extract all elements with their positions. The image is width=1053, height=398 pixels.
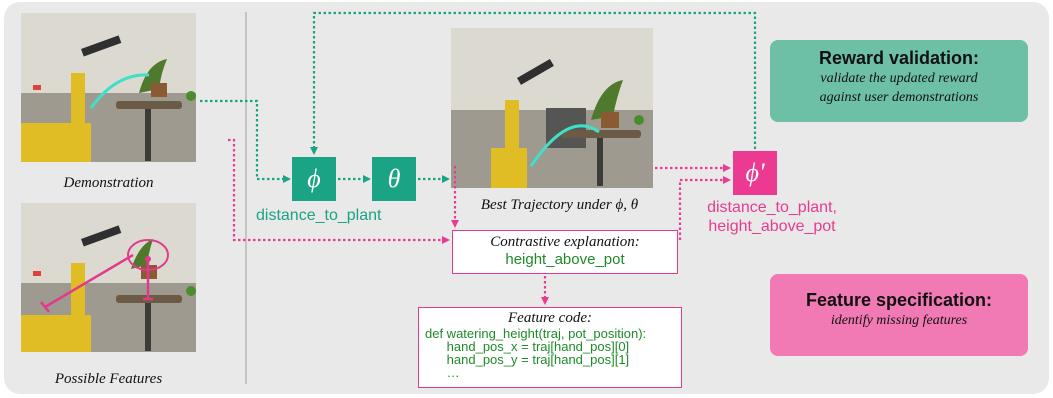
phi-prime-box: ϕ' — [733, 151, 777, 195]
arrow-demo-to-phi — [200, 99, 291, 183]
reward-validation-heading: Reward validation: — [818, 48, 980, 68]
feature-specification-card: Feature specification: identify missing … — [770, 274, 1028, 356]
demonstration-photo — [21, 13, 196, 162]
feature-code-title: Feature code: — [508, 310, 592, 326]
explanation-value: height_above_pot — [505, 251, 625, 268]
possible-features-photo — [21, 203, 196, 352]
arrow-explanation-to-phiprime — [678, 176, 731, 240]
feature-specification-heading: Feature specification: — [805, 290, 993, 310]
phi-prime-feature-1: distance_to_plant, — [707, 199, 837, 216]
code-line: … — [425, 365, 460, 380]
reward-validation-line-2: against user demonstrations — [819, 90, 979, 105]
contrastive-explanation-box: Contrastive explanation: height_above_po… — [452, 230, 678, 274]
feature-specification-description: identify missing features — [830, 313, 968, 328]
theta-box: θ — [372, 157, 416, 201]
code-line: hand_pos_y = traj[hand_pos][1] — [425, 352, 630, 367]
phi-feature-label: distance_to_plant — [256, 207, 382, 224]
code-line: hand_pos_x = traj[hand_pos][0] — [425, 339, 630, 354]
best-trajectory-caption: Best Trajectory under ϕ, θ — [480, 197, 639, 213]
section-divider — [245, 12, 247, 384]
phi-box: ϕ — [292, 157, 336, 201]
arrow-features-to-explanation — [228, 138, 450, 244]
reward-validation-line-1: validate the updated reward — [820, 71, 978, 86]
code-line: def watering_height(traj, pot_position): — [425, 326, 647, 341]
possible-features-caption: Possible Features — [54, 371, 163, 387]
reward-validation-card: Reward validation: validate the updated … — [770, 40, 1028, 122]
feature-code-box: Feature code: def watering_height(traj, … — [418, 307, 682, 388]
best-trajectory-photo — [451, 28, 653, 188]
phi-prime-features-label: distance_to_plant, height_above_pot — [692, 198, 852, 236]
arrow-phiprime-to-phi — [310, 11, 757, 155]
demonstration-caption: Demonstration — [63, 175, 154, 191]
phi-prime-feature-2: height_above_pot — [708, 218, 836, 235]
explanation-title: Contrastive explanation: — [490, 234, 640, 250]
